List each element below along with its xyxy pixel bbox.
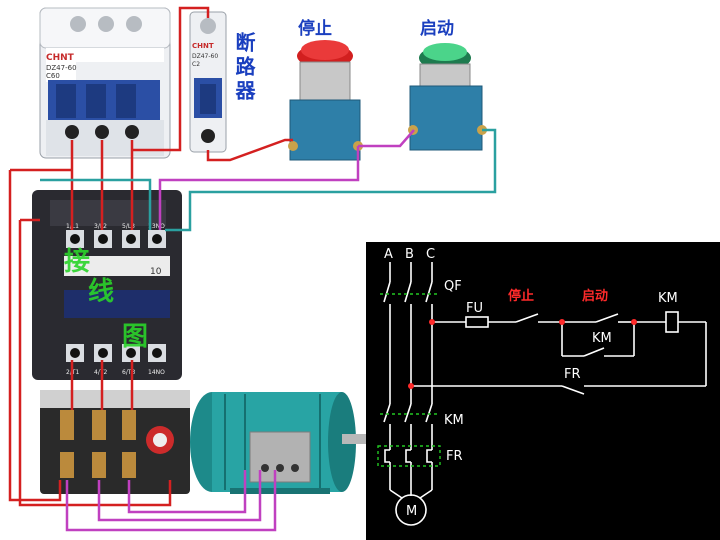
contactor-terminal-top-3: 5/L3	[122, 223, 135, 230]
small-breaker-model: DZ47-60	[192, 53, 218, 60]
stop-button	[288, 40, 363, 161]
km-main-label: KM	[444, 413, 464, 428]
schematic-links	[377, 293, 441, 467]
fr-main-label: FR	[446, 449, 463, 464]
phase-a: A	[384, 247, 393, 262]
start-button	[408, 43, 487, 151]
motor	[190, 392, 372, 494]
start-label: 启动	[420, 19, 454, 39]
wires-magenta	[65, 129, 415, 532]
schematic-panel: A B C QF FU 停止 启动 KM KM FR KM FR M	[366, 242, 720, 540]
contactor	[32, 190, 182, 380]
phase-c: C	[426, 247, 435, 262]
main-breaker-rating: C60	[46, 72, 60, 80]
contactor-overlay-3: 图	[122, 322, 148, 352]
thermal-relay	[40, 390, 190, 494]
qf-label: QF	[444, 279, 462, 294]
contactor-number: 10	[150, 267, 162, 277]
contactor-terminal-bottom-3: 6/T3	[122, 369, 136, 376]
km-aux-label: KM	[592, 331, 612, 346]
contactor-overlay-1: 接	[64, 247, 90, 277]
small-breaker-brand: CHNT	[192, 42, 214, 50]
stop-label: 停止	[298, 19, 332, 39]
contactor-overlay-2: 线	[88, 277, 114, 307]
main-breaker-brand: CHNT	[46, 53, 75, 63]
km-coil-label: KM	[658, 291, 678, 306]
phase-b: B	[405, 247, 414, 262]
small-breaker	[189, 11, 227, 153]
schematic-stop-label: 停止	[508, 288, 534, 304]
breaker-label: 断路器	[232, 32, 256, 104]
contactor-terminal-top-4: 13NO	[148, 223, 165, 230]
motor-label: M	[406, 504, 417, 519]
contactor-terminal-top-2: 3/L2	[94, 223, 107, 230]
main-breaker-model: DZ47-60	[46, 64, 77, 72]
small-breaker-rating: C2	[192, 61, 200, 68]
wires-red	[8, 6, 293, 507]
main-breaker	[39, 7, 171, 159]
contactor-terminal-bottom-4: 14NO	[148, 369, 165, 376]
schematic-start-label: 启动	[582, 288, 608, 304]
fu-label: FU	[466, 301, 483, 316]
wires-teal	[40, 128, 497, 232]
fr-contact-label: FR	[564, 367, 581, 382]
schematic-nodes	[408, 319, 637, 389]
